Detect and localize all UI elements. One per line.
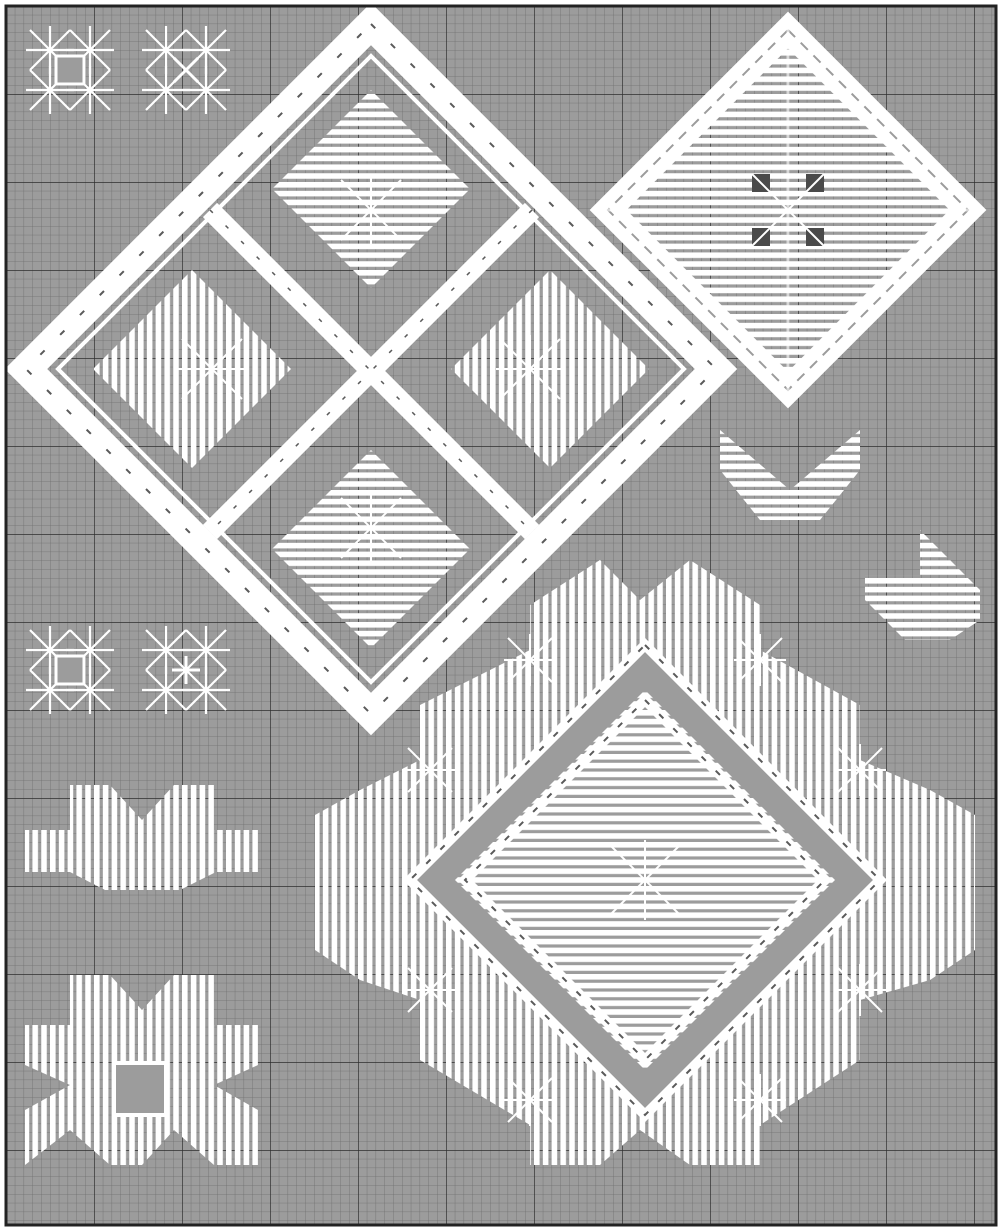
embroidery-chart (0, 0, 1002, 1231)
